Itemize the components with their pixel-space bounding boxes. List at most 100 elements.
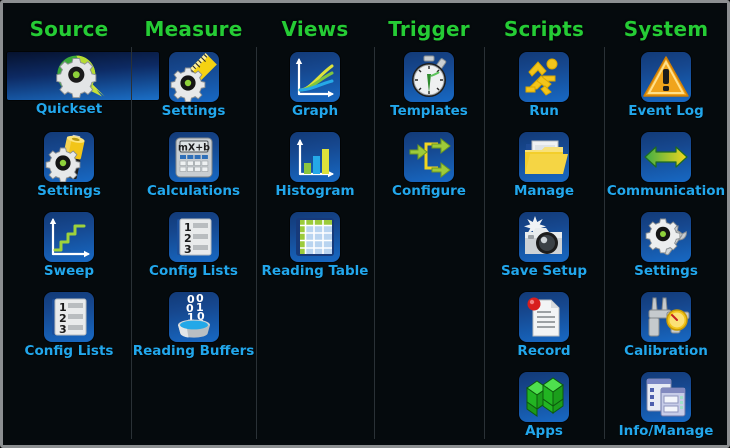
- menu-item-label: Calculations: [147, 183, 240, 199]
- menu-item-label: Config Lists: [149, 263, 238, 279]
- menu-item-label: Histogram: [275, 183, 355, 199]
- svg-text:1: 1: [196, 301, 204, 314]
- svg-text:1: 1: [184, 221, 192, 234]
- sweep-staircase-icon[interactable]: [44, 212, 94, 262]
- menu-item-quickset[interactable]: Quickset: [7, 52, 159, 117]
- menu-item-label: Save Setup: [500, 263, 588, 279]
- menu-item-run[interactable]: Run: [484, 52, 604, 119]
- caliper-gauge-icon[interactable]: [641, 292, 691, 342]
- quickset-gear-icon[interactable]: [7, 52, 159, 100]
- menu-item-label: Quickset: [35, 101, 103, 117]
- menu-item-label: Settings: [37, 183, 101, 199]
- column-divider: [256, 47, 257, 439]
- menu-item-label: Record: [517, 343, 571, 359]
- menu-item-apps[interactable]: Apps: [484, 372, 604, 439]
- menu-item-label: Apps: [525, 423, 563, 439]
- menu-item-reading-buffers[interactable]: 00 01 10 01 Reading Buffers: [131, 292, 256, 359]
- menu-item-label: Settings: [634, 263, 698, 279]
- menu-item-communication[interactable]: Communication: [604, 132, 727, 199]
- menu-item-label: Calibration: [624, 343, 708, 359]
- menu-item-reading-table[interactable]: Reading Table: [256, 212, 374, 279]
- menu-item-record[interactable]: Record: [484, 292, 604, 359]
- svg-text:1: 1: [187, 311, 195, 324]
- binary-bucket-icon[interactable]: 00 01 10 01: [168, 292, 219, 342]
- menu-item-label: Run: [529, 103, 559, 119]
- menu-item-calibration[interactable]: Calibration: [604, 292, 727, 359]
- gear-battery-icon[interactable]: [44, 132, 94, 182]
- menu-item-histogram[interactable]: Histogram: [256, 132, 374, 199]
- menu-item-manage[interactable]: Manage: [484, 132, 604, 199]
- svg-text:0: 0: [186, 302, 194, 315]
- record-document-icon[interactable]: [519, 292, 569, 342]
- svg-text:mX+b: mX+b: [178, 143, 210, 154]
- column-heading-scripts: Scripts: [503, 17, 585, 41]
- menu-item-label: Communication: [606, 183, 726, 199]
- warning-triangle-icon[interactable]: [641, 52, 691, 102]
- flow-arrows-icon[interactable]: [404, 132, 454, 182]
- svg-text:2: 2: [184, 232, 192, 245]
- info-windows-icon[interactable]: [641, 372, 691, 422]
- svg-text:0: 0: [196, 292, 204, 305]
- menu-item-settings[interactable]: Settings: [7, 132, 131, 199]
- menu-item-graph[interactable]: Graph: [256, 52, 374, 119]
- stopwatch-icon[interactable]: [404, 52, 454, 102]
- column-divider: [374, 47, 375, 439]
- column-heading-source: Source: [29, 17, 109, 41]
- column-heading-views: Views: [281, 17, 349, 41]
- menu-item-settings[interactable]: Settings: [604, 212, 727, 279]
- column-divider: [131, 47, 132, 439]
- calculator-icon[interactable]: mX+b: [168, 132, 219, 182]
- menu-item-label: Templates: [390, 103, 468, 119]
- svg-text:0: 0: [197, 310, 205, 323]
- menu-column-views: Views Graph Histogram Reading Table: [256, 3, 374, 445]
- cube-blocks-icon[interactable]: [519, 372, 569, 422]
- column-heading-system: System: [623, 17, 709, 41]
- menu-item-label: Config Lists: [24, 343, 114, 359]
- menu-column-source: Source Quickset Settings Sweep 1 2 3: [7, 3, 159, 445]
- line-graph-icon[interactable]: [290, 52, 340, 102]
- menu-item-info-manage[interactable]: Info/Manage: [604, 372, 727, 439]
- camera-flash-icon[interactable]: [519, 212, 569, 262]
- bar-chart-icon[interactable]: [290, 132, 340, 182]
- menu-item-save-setup[interactable]: Save Setup: [484, 212, 604, 279]
- menu-item-label: Manage: [513, 183, 575, 199]
- menu-item-event-log[interactable]: Event Log: [604, 52, 727, 119]
- menu-item-label: Graph: [291, 103, 339, 119]
- runner-icon[interactable]: [519, 52, 569, 102]
- menu-item-label: Reading Table: [261, 263, 369, 279]
- numbered-list-icon[interactable]: 1 2 3: [168, 212, 219, 262]
- menu-item-configure[interactable]: Configure: [374, 132, 484, 199]
- menu-column-scripts: Scripts Run Manage Save Setup Record: [484, 3, 604, 445]
- svg-text:3: 3: [59, 323, 67, 336]
- column-divider: [484, 47, 485, 439]
- menu-item-settings[interactable]: Settings: [131, 52, 256, 119]
- menu-item-label: Event Log: [628, 103, 704, 119]
- svg-text:1: 1: [59, 301, 67, 314]
- menu-item-config-lists[interactable]: 1 2 3 Config Lists: [131, 212, 256, 279]
- gear-ruler-icon[interactable]: [168, 52, 219, 102]
- double-arrow-icon[interactable]: [641, 132, 691, 182]
- column-divider: [604, 47, 605, 439]
- folder-icon[interactable]: [519, 132, 569, 182]
- menu-column-trigger: Trigger Templates Configure: [374, 3, 484, 445]
- menu-item-label: Configure: [392, 183, 466, 199]
- gear-wrench-icon[interactable]: [641, 212, 691, 262]
- menu-item-sweep[interactable]: Sweep: [7, 212, 131, 279]
- svg-text:3: 3: [184, 243, 192, 256]
- column-heading-measure: Measure: [144, 17, 243, 41]
- menu-item-label: Reading Buffers: [132, 343, 255, 359]
- menu-item-label: Sweep: [43, 263, 95, 279]
- svg-text:0: 0: [187, 293, 195, 306]
- column-heading-trigger: Trigger: [388, 17, 470, 41]
- numbered-list-icon[interactable]: 1 2 3: [44, 292, 94, 342]
- menu-column-measure: Measure Settings mX+b Calculations 1 2: [131, 3, 256, 445]
- menu-item-templates[interactable]: Templates: [374, 52, 484, 119]
- spreadsheet-table-icon[interactable]: [290, 212, 340, 262]
- menu-item-calculations[interactable]: mX+b Calculations: [131, 132, 256, 199]
- menu-item-label: Settings: [161, 103, 226, 119]
- svg-text:2: 2: [59, 312, 67, 325]
- menu-grid: Source Quickset Settings Sweep 1 2 3: [3, 3, 727, 445]
- menu-item-config-lists[interactable]: 1 2 3 Config Lists: [7, 292, 131, 359]
- menu-item-label: Info/Manage: [618, 423, 714, 439]
